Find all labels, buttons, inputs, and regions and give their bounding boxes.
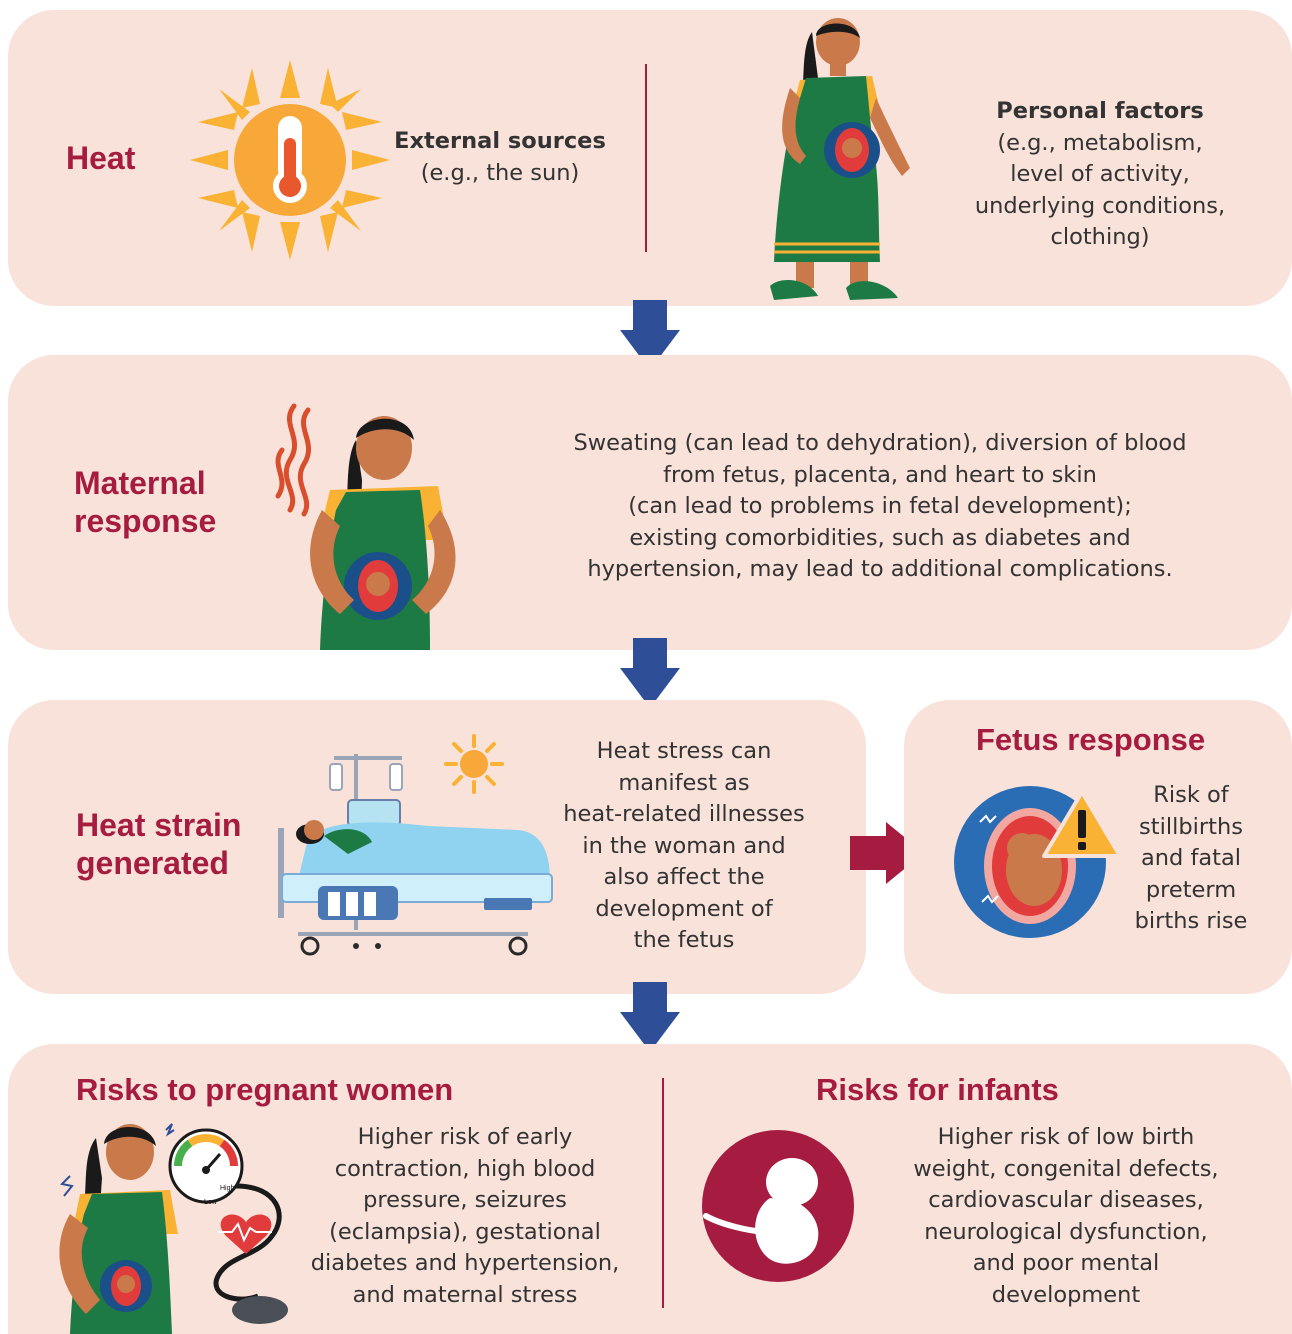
heat-strain-text-line: Heat stress can xyxy=(596,738,772,764)
hospital-bed-icon xyxy=(278,754,553,956)
flow-arrow-down-icon xyxy=(620,300,680,370)
gauge-high-label: High xyxy=(220,1185,235,1192)
flow-arrow-down-icon xyxy=(620,982,680,1052)
risks-women-text: Higher risk of early contraction, high b… xyxy=(300,1122,630,1311)
heat-strain-text-line: heat-related illnesses xyxy=(563,801,805,827)
risks-women-text-line: (eclampsia), gestational xyxy=(329,1218,601,1245)
risks-women-text-line: contraction, high blood xyxy=(334,1155,596,1182)
personal-factors-line: level of activity, xyxy=(1010,161,1190,187)
risks-divider xyxy=(662,1078,664,1308)
pregnant-woman-bp-icon xyxy=(59,1123,178,1334)
fetus-text-line: and fatal xyxy=(1140,845,1242,871)
risks-women-title: Risks to pregnant women xyxy=(76,1072,454,1107)
risks-infants-text-line: and poor mental xyxy=(972,1250,1160,1276)
risks-infants-text-line: development xyxy=(991,1281,1141,1308)
fetus-text: Risk of stillbirths and fatal preterm bi… xyxy=(1120,780,1262,938)
sun-thermometer-icon xyxy=(190,60,390,260)
personal-factors-line: (e.g., metabolism, xyxy=(997,129,1203,156)
blood-pressure-gauge-icon: High Low xyxy=(168,1128,288,1324)
maternal-text-line: from fetus, placenta, and heart to skin xyxy=(663,461,1097,488)
pregnant-woman-heat-icon xyxy=(275,403,456,650)
maternal-text-line: existing comorbidities, such as diabetes… xyxy=(629,524,1131,551)
maternal-title-line: response xyxy=(74,503,217,539)
risks-women-text-line: Higher risk of early xyxy=(357,1124,573,1150)
heat-strain-text: Heat stress can manifest as heat-related… xyxy=(540,736,828,957)
maternal-text-line: Sweating (can lead to dehydration), dive… xyxy=(573,430,1187,456)
external-sources-text: External sources (e.g., the sun) xyxy=(380,126,620,189)
personal-factors-line: clothing) xyxy=(1050,224,1150,250)
maternal-text: Sweating (can lead to dehydration), dive… xyxy=(510,428,1250,586)
risks-infants-text: Higher risk of low birth weight, congeni… xyxy=(880,1122,1252,1311)
maternal-text-line: (can lead to problems in fetal developme… xyxy=(628,493,1132,519)
risks-women-text-line: and maternal stress xyxy=(352,1281,578,1308)
risks-women-text-line: diabetes and hypertension, xyxy=(310,1250,620,1276)
heat-strain-text-line: also affect the xyxy=(603,864,765,890)
fetus-text-line: births rise xyxy=(1134,908,1248,934)
maternal-title: Maternal response xyxy=(74,464,216,540)
fetus-text-line: preterm xyxy=(1145,876,1237,903)
heat-title: Heat xyxy=(66,140,136,176)
heat-strain-text-line: development of xyxy=(595,895,773,922)
risks-infants-title: Risks for infants xyxy=(816,1072,1059,1107)
external-sources-title: External sources xyxy=(394,128,606,154)
heat-strain-text-line: manifest as xyxy=(618,769,750,796)
flow-arrow-down-icon xyxy=(620,638,680,708)
heat-strain-title-line: generated xyxy=(76,845,229,881)
personal-factors-text: Personal factors (e.g., metabolism, leve… xyxy=(940,96,1260,254)
risks-infants-text-line: Higher risk of low birth xyxy=(937,1124,1195,1150)
maternal-panel xyxy=(8,355,1292,650)
heat-strain-title: Heat strain generated xyxy=(76,806,241,882)
heat-strain-title-line: Heat strain xyxy=(76,807,242,843)
flow-arrow-right-icon xyxy=(850,822,924,884)
heat-strain-text-line: in the woman and xyxy=(582,832,786,859)
gauge-low-label: Low xyxy=(204,1199,218,1206)
personal-factors-title: Personal factors xyxy=(996,98,1204,124)
fetus-circle-icon xyxy=(702,1130,854,1282)
personal-factors-line: underlying conditions, xyxy=(974,192,1226,219)
fetus-warning-icon xyxy=(954,786,1122,938)
heat-strain-text-line: the fetus xyxy=(633,927,735,953)
small-sun-icon xyxy=(444,734,504,794)
risks-infants-text-line: cardiovascular diseases, xyxy=(928,1187,1204,1213)
risks-infants-text-line: weight, congenital defects, xyxy=(913,1155,1219,1182)
fetus-title: Fetus response xyxy=(976,722,1206,757)
external-sources-example: (e.g., the sun) xyxy=(420,159,580,186)
risks-infants-text-line: neurological dysfunction, xyxy=(924,1218,1208,1245)
risks-women-text-line: pressure, seizures xyxy=(363,1187,567,1213)
heat-divider xyxy=(645,64,647,252)
maternal-title-line: Maternal xyxy=(74,465,206,501)
fetus-text-line: stillbirths xyxy=(1139,813,1243,840)
pregnant-woman-standing-icon xyxy=(770,18,910,300)
maternal-text-line: hypertension, may lead to additional com… xyxy=(587,556,1173,582)
fetus-text-line: Risk of xyxy=(1153,782,1229,808)
